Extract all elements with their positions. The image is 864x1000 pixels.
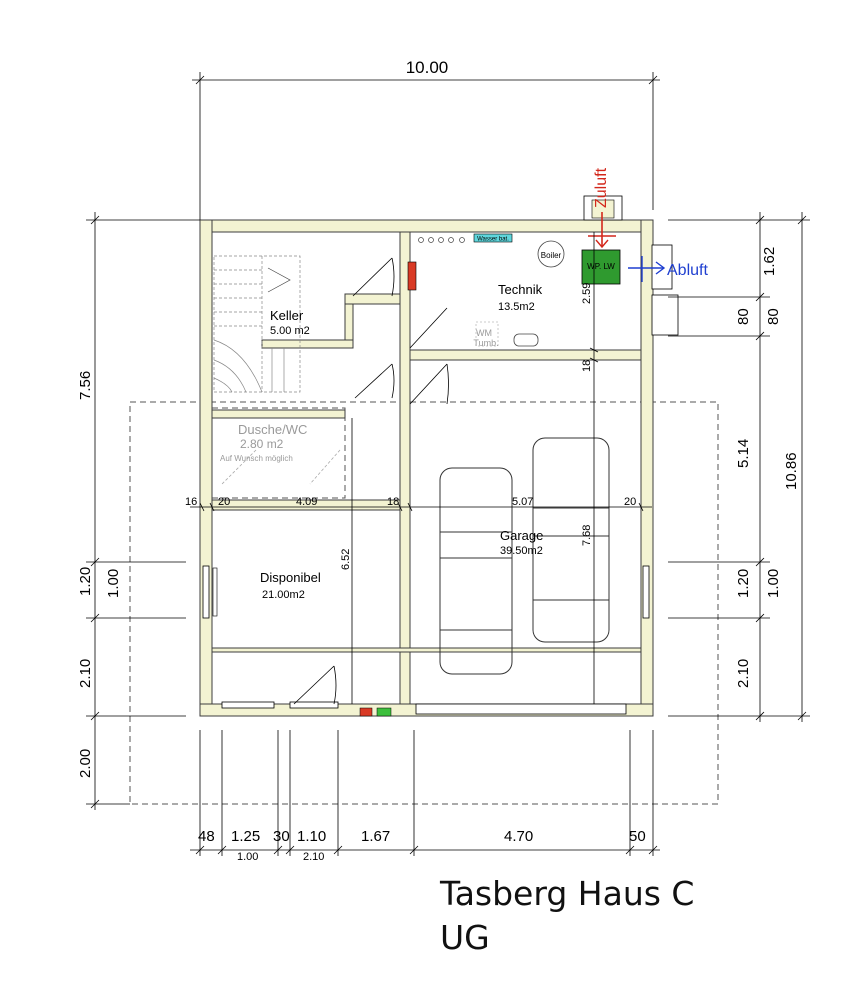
dim-inner-20b: 20 xyxy=(624,496,636,508)
dim-bot-1-00: 1.00 xyxy=(237,851,258,863)
dim-bot-1-25: 1.25 xyxy=(231,828,260,845)
technik-equipment: Wasser bat. Boiler WP. LW WM Tumb. xyxy=(359,233,621,717)
interior-dimension-lines xyxy=(190,232,652,704)
doors xyxy=(221,257,449,705)
dim-inner-7-68: 7.68 xyxy=(581,525,593,546)
dim-right-1-00: 1.00 xyxy=(765,569,782,598)
dim-bot-30: 30 xyxy=(273,828,290,845)
dim-right-80b: 80 xyxy=(765,308,782,325)
dim-bot-4-70: 4.70 xyxy=(504,828,533,845)
wp-label: WP. LW xyxy=(587,262,615,271)
zuluft-arrow: Zuluft xyxy=(588,167,616,249)
dim-top-width: 10.00 xyxy=(406,58,449,77)
staircase xyxy=(213,255,301,393)
dusche-area: 2.80 m2 xyxy=(240,437,284,451)
dusche-note: Auf Wunsch möglich xyxy=(220,454,293,463)
dim-left-2-00: 2.00 xyxy=(77,749,94,778)
dim-bot-48: 48 xyxy=(198,828,215,845)
inner-walls xyxy=(211,231,642,705)
keller-name: Keller xyxy=(270,308,304,323)
dim-inner-2-59: 2.59 xyxy=(581,283,593,304)
dim-right-1-62: 1.62 xyxy=(761,247,778,276)
disponibel-area: 21.00m2 xyxy=(262,589,305,601)
dim-bot-1-10: 1.10 xyxy=(297,828,326,845)
terrace-outline xyxy=(129,401,719,805)
dim-right-10-86: 10.86 xyxy=(783,452,800,490)
dim-bot-1-67: 1.67 xyxy=(361,828,390,845)
dim-right-5-14: 5.14 xyxy=(735,439,752,468)
bottom-red-box xyxy=(359,707,373,717)
wasser-label: Wasser bat. xyxy=(477,237,509,243)
technik-name: Technik xyxy=(498,282,543,297)
garage-cars xyxy=(439,437,610,675)
dim-left-height: 7.56 xyxy=(77,371,94,400)
plan-title: Tasberg Haus C UG xyxy=(440,872,694,960)
dim-right-1-20: 1.20 xyxy=(735,569,752,598)
dim-bot-2-10: 2.10 xyxy=(303,851,324,863)
dim-right-2-10: 2.10 xyxy=(735,659,752,688)
dim-inner-6-52: 6.52 xyxy=(340,549,352,570)
exterior-dimension-lines xyxy=(86,72,810,856)
garage-name: Garage xyxy=(500,528,543,543)
wasser-box xyxy=(473,233,513,243)
technik-area: 13.5m2 xyxy=(498,301,535,313)
sink-symbol xyxy=(513,333,539,347)
wm-label: WM xyxy=(476,328,492,338)
dim-inner-18b: 18 xyxy=(581,360,593,372)
keller-area: 5.00 m2 xyxy=(270,325,310,337)
dim-left-1-00: 1.00 xyxy=(105,569,122,598)
dim-left-2-10: 2.10 xyxy=(77,659,94,688)
zuluft-label: Zuluft xyxy=(593,167,610,208)
dim-bot-50: 50 xyxy=(629,828,646,845)
technik-red-box xyxy=(407,261,417,291)
plan-title-line2: UG xyxy=(440,918,490,957)
wp-box xyxy=(581,249,621,285)
abluft-label: Abluft xyxy=(667,262,708,279)
dim-inner-5-07: 5.07 xyxy=(512,496,533,508)
tumb-label: Tumb. xyxy=(473,338,498,348)
wm-box xyxy=(475,321,499,347)
dim-inner-16: 16 xyxy=(185,496,197,508)
disponibel-name: Disponibel xyxy=(260,570,321,585)
garage-area: 39.50m2 xyxy=(500,545,543,557)
dim-inner-20a: 20 xyxy=(218,496,230,508)
boiler-symbol xyxy=(537,240,565,268)
dim-left-1-20: 1.20 xyxy=(77,567,94,596)
dusche-name: Dusche/WC xyxy=(238,422,307,437)
boiler-label: Boiler xyxy=(541,251,562,260)
dim-inner-4-09: 4.09 xyxy=(296,496,317,508)
dim-right-80a: 80 xyxy=(735,308,752,325)
dim-inner-18a: 18 xyxy=(387,496,399,508)
bottom-green-box xyxy=(376,707,392,717)
plan-title-line1: Tasberg Haus C xyxy=(440,874,695,913)
abluft-arrow: Abluft xyxy=(628,256,708,282)
